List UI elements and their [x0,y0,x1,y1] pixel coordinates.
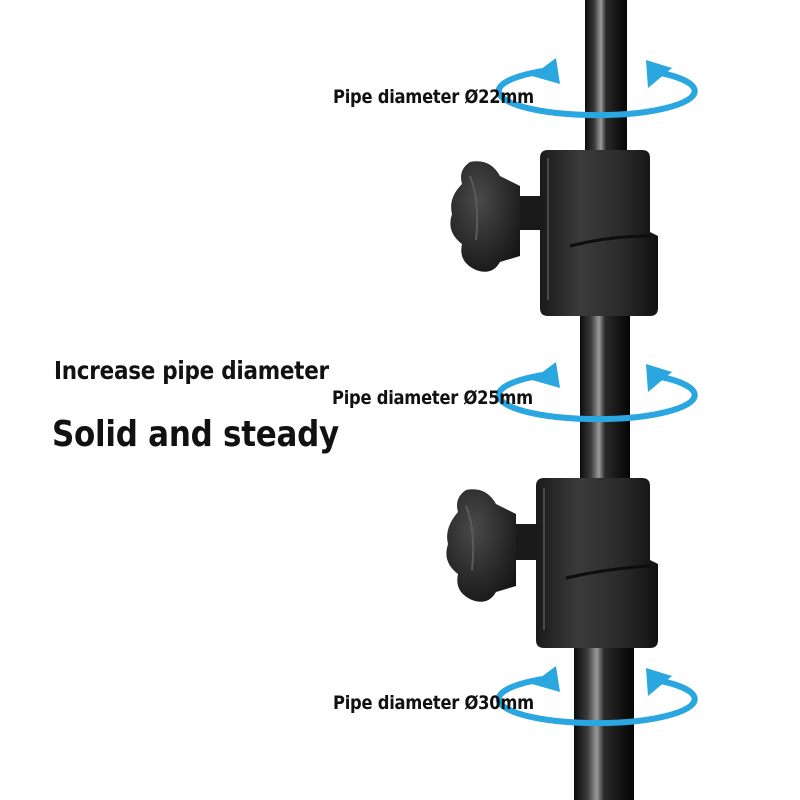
rotation-arrow-icon [495,362,698,423]
pole [574,0,634,800]
lock-knob-icon [450,161,520,272]
pole-segment-22mm [585,0,627,160]
upper-clamp [516,150,658,316]
pipe-diameter-label-25: Pipe diameter Ø25mm [332,387,533,409]
headline-increase-diameter: Increase pipe diameter [54,356,329,385]
rotation-arrow-icon [495,58,698,119]
headline-solid-steady: Solid and steady [52,414,339,455]
pipe-diameter-label-30: Pipe diameter Ø30mm [333,692,534,714]
pipe-diameter-label-22: Pipe diameter Ø22mm [333,86,534,108]
pole-segment-30mm [574,630,634,800]
rotation-arrow-icon [495,666,698,727]
lower-clamp [512,478,658,648]
lock-knob-icon [446,489,516,602]
pole-segment-25mm [580,300,630,490]
